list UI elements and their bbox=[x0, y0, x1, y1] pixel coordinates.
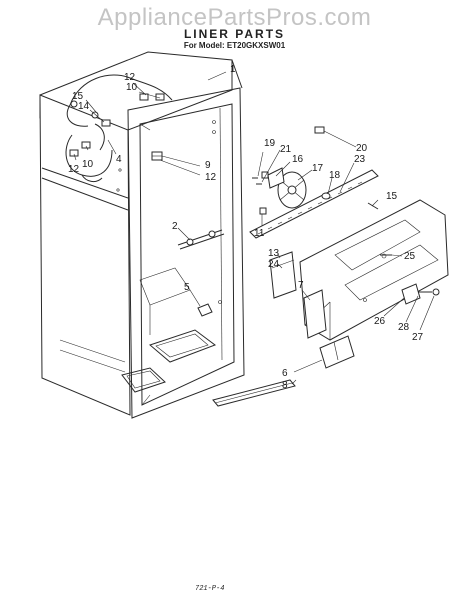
diagram-subtitle: For Model: ET20GKXSW01 bbox=[183, 41, 286, 50]
callout-28: 28 bbox=[398, 322, 410, 333]
callout-20: 20 bbox=[356, 143, 368, 154]
callout-4: 4 bbox=[116, 154, 122, 165]
callout-15-left: 15 bbox=[72, 91, 84, 102]
callout-16: 16 bbox=[292, 154, 304, 165]
callout-15-right: 15 bbox=[386, 191, 398, 202]
thermostat-part bbox=[197, 300, 222, 317]
callout-23: 23 bbox=[354, 154, 366, 165]
diagram-title: LINER PARTS bbox=[183, 27, 286, 41]
callout-14: 14 bbox=[78, 101, 90, 112]
callout-18: 18 bbox=[329, 170, 341, 181]
callout-6: 6 bbox=[282, 368, 288, 379]
clip-part bbox=[151, 151, 163, 161]
callout-11: 11 bbox=[254, 228, 265, 239]
wire-harness bbox=[65, 74, 173, 183]
callout-21: 21 bbox=[280, 144, 292, 155]
callout-17: 17 bbox=[312, 163, 324, 174]
callout-19: 19 bbox=[264, 138, 276, 149]
callout-10-top: 10 bbox=[126, 82, 138, 93]
trim-strip bbox=[212, 379, 296, 407]
drawing-code: 721-P-4 bbox=[195, 585, 225, 593]
bracket-part bbox=[177, 229, 225, 250]
callout-5: 5 bbox=[184, 282, 190, 293]
callout-12-left: 12 bbox=[68, 164, 80, 175]
watermark: AppliancePartsPros.com bbox=[97, 4, 372, 31]
leader-lines bbox=[73, 71, 435, 385]
callout-labels: 1 12 10 15 14 4 12 10 9 12 19 21 16 17 1… bbox=[68, 64, 424, 391]
callout-10-left: 10 bbox=[82, 159, 94, 170]
callout-13: 13 bbox=[268, 248, 280, 259]
callout-25: 25 bbox=[404, 251, 416, 262]
callout-8: 8 bbox=[282, 380, 288, 391]
callout-12-mid: 12 bbox=[205, 172, 217, 183]
callout-24: 24 bbox=[268, 259, 280, 270]
callout-27: 27 bbox=[412, 332, 424, 343]
evaporator-cover bbox=[249, 126, 449, 369]
callout-9: 9 bbox=[205, 160, 211, 171]
callout-2: 2 bbox=[172, 221, 178, 232]
callout-1: 1 bbox=[230, 64, 236, 75]
callout-7: 7 bbox=[298, 280, 304, 291]
callout-26: 26 bbox=[374, 316, 386, 327]
callout-12-top: 12 bbox=[124, 72, 136, 83]
liner-cabinet bbox=[39, 51, 245, 419]
